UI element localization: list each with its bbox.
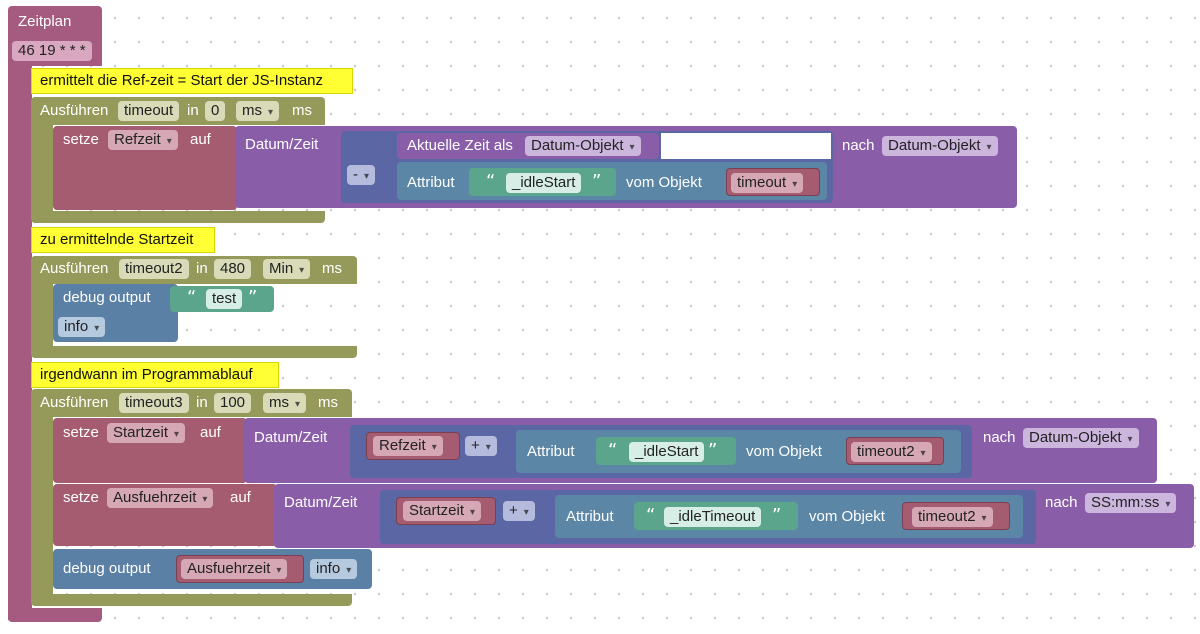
timeout-unit-dropdown-2[interactable]: Min xyxy=(263,259,311,279)
attr-label-1: Attribut xyxy=(407,174,455,191)
obj-dropdown-timeout2-a[interactable]: timeout2 xyxy=(851,442,932,462)
in-label-1: in xyxy=(187,102,199,119)
comment-2-text: zu ermittelnde Startzeit xyxy=(40,231,194,248)
attr-name-1[interactable]: _idleStart xyxy=(506,173,582,193)
open-quote-icon: “ xyxy=(486,171,496,192)
close-quote-icon: ” xyxy=(708,440,718,461)
in-label-3: in xyxy=(196,394,208,411)
timeout-value-1[interactable]: 0 xyxy=(205,101,226,121)
timeout-1-footer xyxy=(31,211,325,223)
operator-dropdown-minus[interactable]: - xyxy=(347,165,376,185)
set-var-dropdown-startzeit[interactable]: Startzeit xyxy=(107,423,186,443)
of-obj-label-2: vom Objekt xyxy=(746,443,822,460)
debug-label-1: debug output xyxy=(63,289,151,306)
nach-label-3: nach xyxy=(1045,494,1078,511)
of-obj-label-3: vom Objekt xyxy=(809,508,885,525)
setze-label-2: setze xyxy=(63,424,99,441)
in-label-2: in xyxy=(196,260,208,277)
timeout-name-3[interactable]: timeout3 xyxy=(119,393,189,413)
auf-label-2: auf xyxy=(200,424,221,441)
timeout-3-spine xyxy=(31,413,53,598)
setze-label-3: setze xyxy=(63,489,99,506)
timeout-value-2[interactable]: 480 xyxy=(214,259,252,279)
datetime-label-3: Datum/Zeit xyxy=(284,494,358,511)
debug-var-dropdown-ausfuehrzeit[interactable]: Ausfuehrzeit xyxy=(181,559,288,579)
left-var-dropdown-startzeit[interactable]: Startzeit xyxy=(403,501,482,521)
timeout-suffix-1: ms xyxy=(292,102,312,119)
obj-dropdown-timeout[interactable]: timeout xyxy=(731,173,804,193)
obj-dropdown-timeout2-b[interactable]: timeout2 xyxy=(912,507,993,527)
attr-name-2[interactable]: _idleStart xyxy=(629,442,705,462)
operator-dropdown-plus-2[interactable]: + xyxy=(503,501,535,521)
nach-format-dropdown-3[interactable]: SS:mm:ss xyxy=(1085,493,1177,513)
left-var-dropdown-refzeit[interactable]: Refzeit xyxy=(373,436,443,456)
auf-label-1: auf xyxy=(190,131,211,148)
run-label-3: Ausführen xyxy=(40,394,109,411)
empty-slot-1 xyxy=(661,133,831,159)
run-label-2: Ausführen xyxy=(40,260,109,277)
schedule-footer xyxy=(8,608,102,622)
debug-text-1[interactable]: test xyxy=(206,289,243,309)
datetime-label-1: Datum/Zeit xyxy=(245,136,319,153)
attr-label-2: Attribut xyxy=(527,443,575,460)
comment-3-text: irgendwann im Programmablauf xyxy=(40,366,253,383)
comment-1-text: ermittelt die Ref-zeit = Start der JS-In… xyxy=(40,72,324,89)
comment-3[interactable] xyxy=(31,362,279,388)
timeout-unit-dropdown-1[interactable]: ms xyxy=(236,101,280,121)
setze-label-1: setze xyxy=(63,131,99,148)
set-var-dropdown-ausfuehrzeit[interactable]: Ausfuehrzeit xyxy=(107,488,214,508)
schedule-spine xyxy=(8,40,32,620)
nach-format-dropdown-2[interactable]: Datum-Objekt xyxy=(1023,428,1139,448)
close-quote-icon: ” xyxy=(248,287,258,308)
of-obj-label-1: vom Objekt xyxy=(626,174,702,191)
debug-label-2: debug output xyxy=(63,560,151,577)
timeout-1-spine xyxy=(31,120,53,215)
cron-field[interactable]: 46 19 * * * xyxy=(12,41,92,61)
close-quote-icon: ” xyxy=(592,171,602,192)
auf-label-3: auf xyxy=(230,489,251,506)
timeout-value-3[interactable]: 100 xyxy=(214,393,252,413)
timeout-2-footer xyxy=(31,346,357,358)
timeout-3-footer xyxy=(31,594,352,606)
nach-label-1: nach xyxy=(842,137,875,154)
nach-label-2: nach xyxy=(983,429,1016,446)
attr-label-3: Attribut xyxy=(566,508,614,525)
attr-name-3[interactable]: _idleTimeout xyxy=(664,507,762,527)
timeout-unit-dropdown-3[interactable]: ms xyxy=(263,393,307,413)
debug-level-dropdown-2[interactable]: info xyxy=(310,559,358,579)
datetime-label-2: Datum/Zeit xyxy=(254,429,328,446)
schedule-label: Zeitplan xyxy=(18,13,72,30)
debug-level-dropdown-1[interactable]: info xyxy=(58,317,106,337)
timeout-name-2[interactable]: timeout2 xyxy=(119,259,189,279)
now-label: Aktuelle Zeit als xyxy=(407,137,513,154)
timeout-2-spine xyxy=(31,280,53,350)
set-var-dropdown-refzeit[interactable]: Refzeit xyxy=(108,130,178,150)
run-label-1: Ausführen xyxy=(40,102,109,119)
open-quote-icon: “ xyxy=(608,440,618,461)
nach-format-dropdown-1[interactable]: Datum-Objekt xyxy=(882,136,998,156)
open-quote-icon: “ xyxy=(646,505,656,526)
now-format-dropdown[interactable]: Datum-Objekt xyxy=(525,136,641,156)
comment-1[interactable] xyxy=(31,68,353,94)
timeout-name-1[interactable]: timeout xyxy=(118,101,180,121)
timeout-suffix-3: ms xyxy=(318,394,338,411)
open-quote-icon: “ xyxy=(187,287,197,308)
close-quote-icon: ” xyxy=(772,505,782,526)
timeout-suffix-2: ms xyxy=(322,260,342,277)
operator-dropdown-plus-1[interactable]: + xyxy=(465,436,497,456)
comment-2[interactable] xyxy=(31,227,215,253)
